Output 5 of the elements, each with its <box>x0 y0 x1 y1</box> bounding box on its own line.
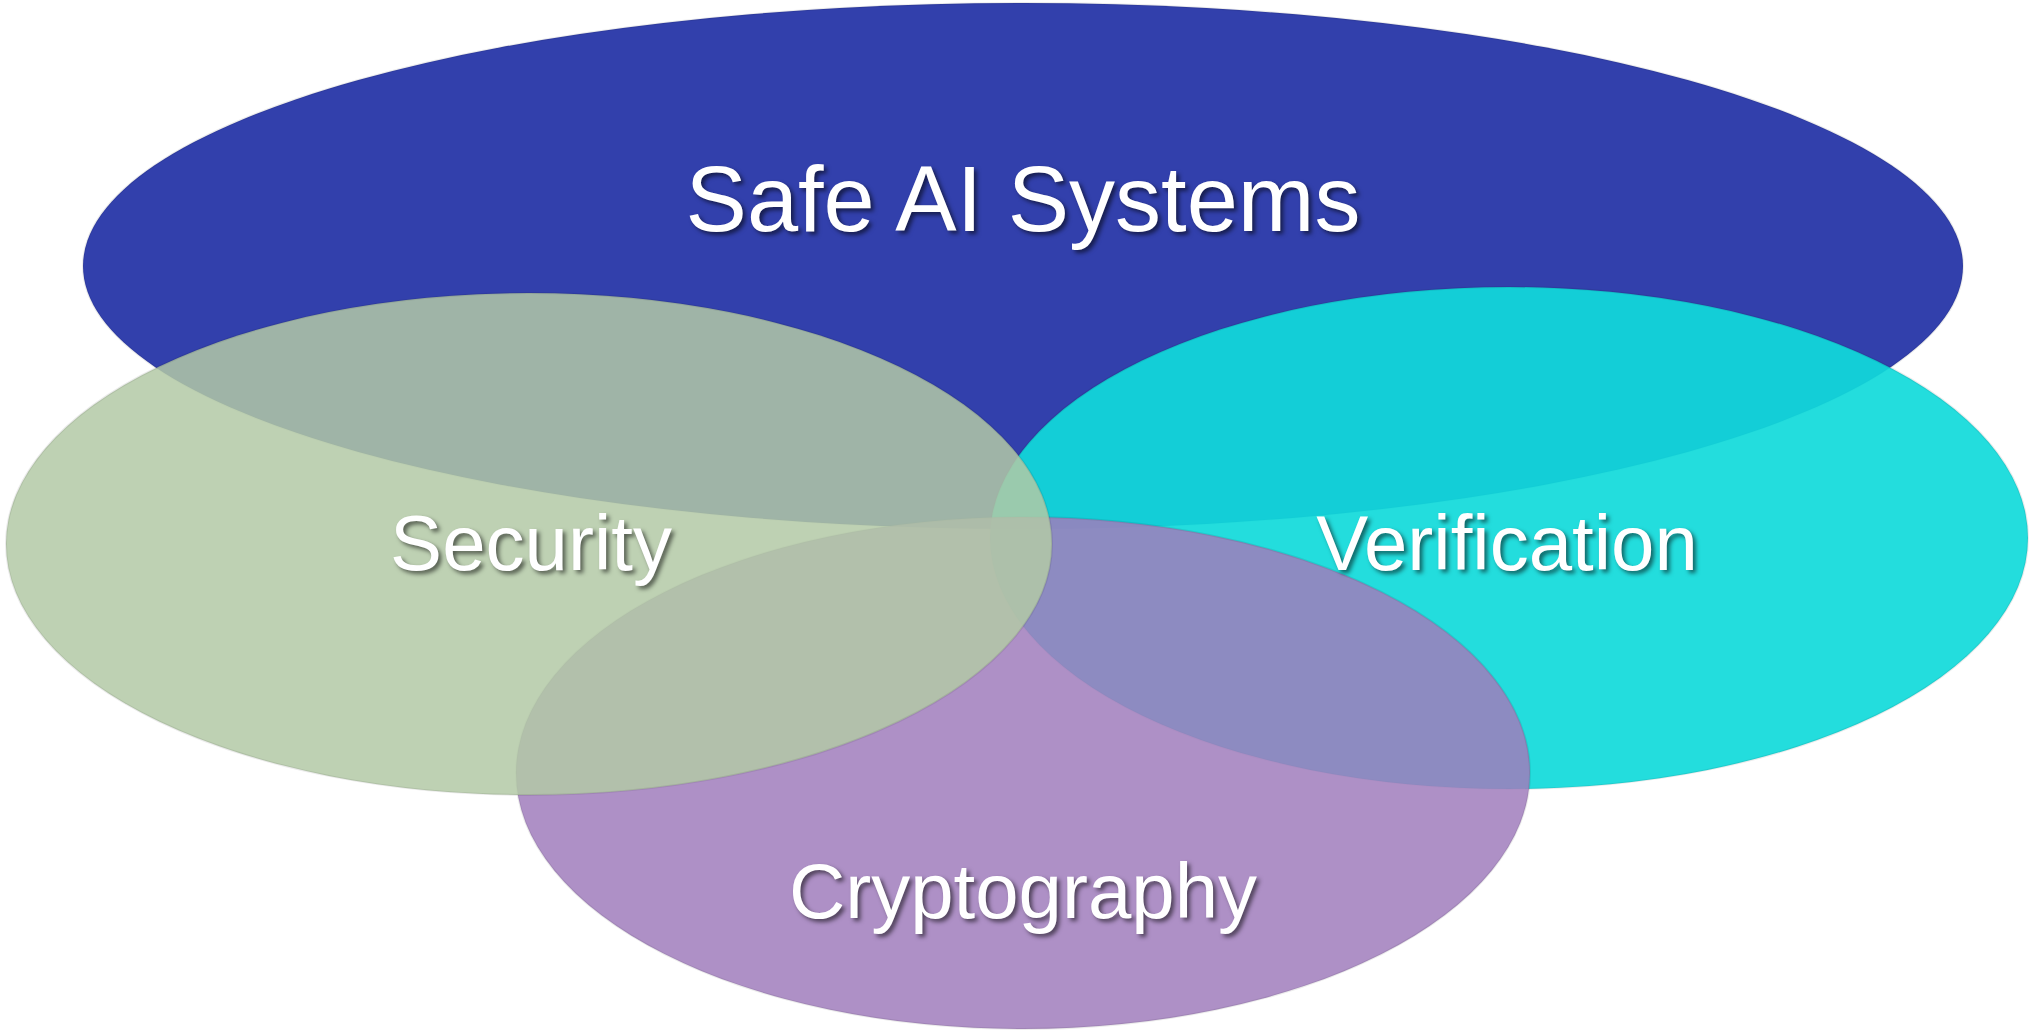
venn-ellipse <box>4 291 1054 797</box>
set-label: Safe AI Systems <box>685 149 1361 251</box>
set-label: Verification <box>1316 501 1698 587</box>
set-label: Security <box>390 501 672 587</box>
set-label: Cryptography <box>788 849 1258 935</box>
